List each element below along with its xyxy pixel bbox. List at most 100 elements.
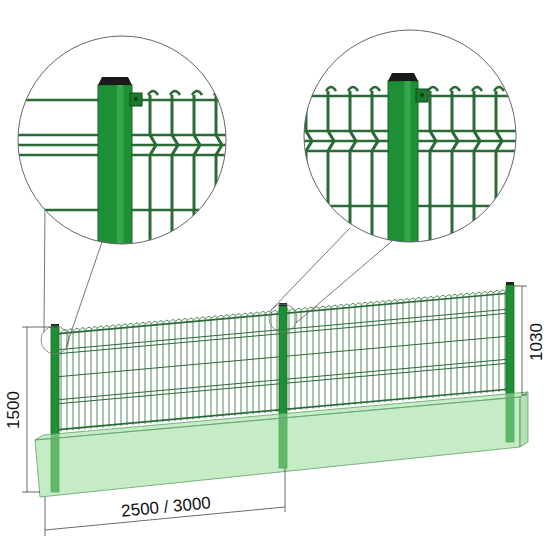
mesh-loop xyxy=(170,320,176,322)
mesh-loop xyxy=(176,319,182,321)
mesh-wire xyxy=(367,304,368,404)
clamp-bolt xyxy=(420,93,424,97)
mesh-wire xyxy=(91,329,92,429)
mesh-loop xyxy=(470,293,476,295)
mesh-loop xyxy=(332,305,338,307)
mesh-loop xyxy=(194,317,200,319)
inset-frame xyxy=(304,30,516,242)
panel-loop xyxy=(428,87,438,91)
mesh-wire xyxy=(451,296,452,396)
panel-loop xyxy=(326,87,336,91)
leader-line xyxy=(44,205,45,332)
mesh-wire xyxy=(241,315,242,415)
panel-loop xyxy=(148,91,158,95)
clamp xyxy=(416,89,428,102)
mesh-wire xyxy=(127,326,128,426)
mesh-wire xyxy=(109,327,110,427)
panel-loop xyxy=(450,87,460,91)
detail-inset xyxy=(18,36,246,249)
mesh-loop xyxy=(272,310,278,312)
mesh-wire xyxy=(289,311,290,411)
panel-loop xyxy=(170,91,180,95)
fence-view xyxy=(35,205,528,497)
mesh-wire xyxy=(439,297,440,397)
dimension-line xyxy=(285,468,286,512)
panel-wire xyxy=(372,91,378,242)
panel-loop xyxy=(304,87,314,91)
mesh-wire xyxy=(115,327,116,427)
mesh-wire xyxy=(361,304,362,404)
mesh-loop xyxy=(404,299,410,301)
panel-wire xyxy=(430,91,436,242)
mesh-loop xyxy=(236,314,242,316)
mesh-loop xyxy=(152,321,158,323)
panel-wire xyxy=(194,95,200,244)
clamp-bolt xyxy=(134,97,138,101)
mesh-wire xyxy=(301,310,302,410)
mesh-wire xyxy=(385,302,386,402)
mesh-wire xyxy=(379,303,380,403)
mesh-wire xyxy=(151,323,152,423)
mesh-wire xyxy=(61,331,62,431)
mesh-wire xyxy=(373,303,374,403)
mesh-loop xyxy=(188,318,194,320)
mesh-loop xyxy=(74,328,80,330)
mesh-loop xyxy=(86,327,92,329)
mesh-loop xyxy=(212,316,218,318)
mesh-wire xyxy=(319,308,320,408)
mesh-loop xyxy=(260,312,266,314)
mesh-wire xyxy=(409,300,410,400)
mesh-loop xyxy=(98,326,104,328)
mesh-wire xyxy=(313,309,314,409)
mesh-loop xyxy=(500,290,506,292)
mesh-loop xyxy=(488,291,494,293)
mesh-wire xyxy=(211,318,212,418)
mesh-wire xyxy=(97,328,98,428)
mesh-loop xyxy=(368,302,374,304)
post-cap xyxy=(98,77,132,85)
post xyxy=(388,81,418,247)
mesh-loop xyxy=(326,306,332,308)
mesh-wire xyxy=(157,323,158,423)
mesh-loop xyxy=(218,315,224,317)
mesh-wire xyxy=(403,301,404,401)
mesh-wire xyxy=(193,320,194,420)
mesh-wire xyxy=(181,321,182,421)
mesh-wire xyxy=(349,306,350,406)
mesh-loop xyxy=(476,292,482,294)
mesh-wire xyxy=(133,325,134,425)
mesh-loop xyxy=(356,303,362,305)
dimension-label: 2500 / 3000 xyxy=(118,493,213,521)
mesh-loop xyxy=(242,313,248,315)
detail-inset xyxy=(304,30,516,247)
mesh-wire xyxy=(337,307,338,407)
mesh-wire xyxy=(505,292,506,392)
mesh-wire xyxy=(331,307,332,407)
mesh-loop xyxy=(464,293,470,295)
mesh-loop xyxy=(386,300,392,302)
mesh-loop xyxy=(434,296,440,298)
dimension-label: 1500 xyxy=(4,389,23,431)
mesh-wire xyxy=(433,298,434,398)
mesh-loop xyxy=(224,315,230,317)
mesh-loop xyxy=(416,298,422,300)
panel-wire xyxy=(150,95,156,244)
mesh-loop xyxy=(140,322,146,324)
mesh-wire xyxy=(355,305,356,405)
mesh-wire xyxy=(199,319,200,419)
mesh-loop xyxy=(128,323,134,325)
mesh-wire xyxy=(445,297,446,397)
mesh-loop xyxy=(92,327,98,329)
mesh-wire xyxy=(253,314,254,414)
post-highlight xyxy=(405,81,411,247)
mesh-wire xyxy=(175,321,176,421)
post-cap xyxy=(506,282,514,285)
mesh-loop xyxy=(230,314,236,316)
mesh-loop xyxy=(350,303,356,305)
panel-wire xyxy=(496,91,502,242)
mesh-loop xyxy=(452,294,458,296)
panel-wire xyxy=(238,95,244,244)
mesh-wire xyxy=(265,313,266,413)
dimension-line xyxy=(522,286,523,395)
